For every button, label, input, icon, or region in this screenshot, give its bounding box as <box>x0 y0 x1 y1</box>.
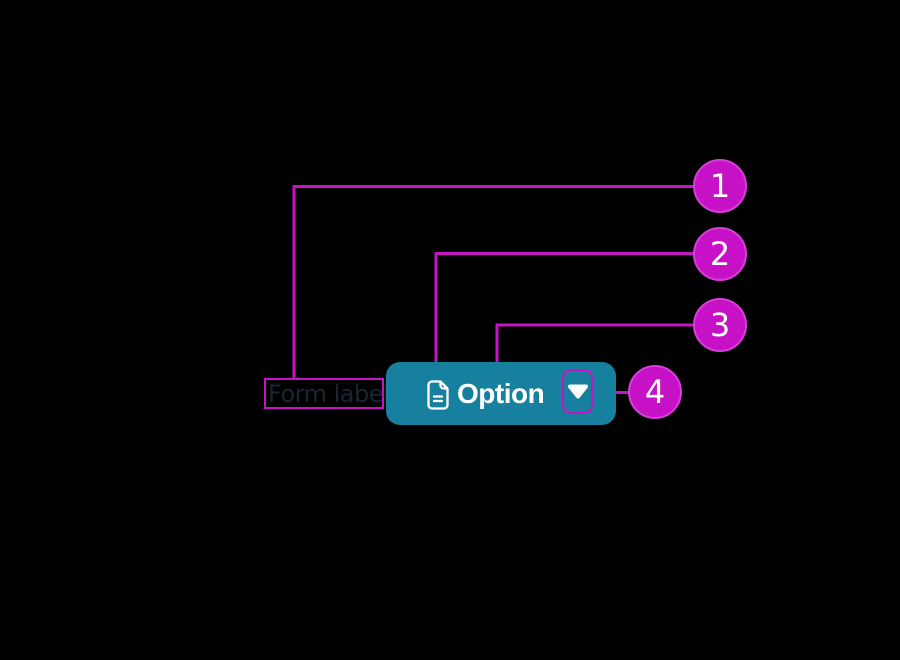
callout-number: 2 <box>709 235 731 273</box>
callout-marker-3: 3 <box>693 298 747 352</box>
caret-highlight-box <box>562 369 593 414</box>
callout-number: 3 <box>709 306 731 344</box>
document-icon <box>427 380 449 410</box>
form-label-highlight-box: Form label <box>264 378 390 409</box>
button-label: Option <box>457 378 545 409</box>
callout-marker-4: 4 <box>628 365 682 419</box>
callout-number: 4 <box>644 373 666 411</box>
callout-marker-2: 2 <box>693 227 747 281</box>
callout-line-2 <box>434 252 693 371</box>
caret-down-icon[interactable] <box>567 384 589 399</box>
form-label: Form label <box>268 379 390 408</box>
callout-line-1 <box>292 185 693 379</box>
option-dropbutton[interactable]: Option <box>386 362 616 425</box>
callout-number: 1 <box>709 167 731 205</box>
callout-marker-1: 1 <box>693 159 747 213</box>
